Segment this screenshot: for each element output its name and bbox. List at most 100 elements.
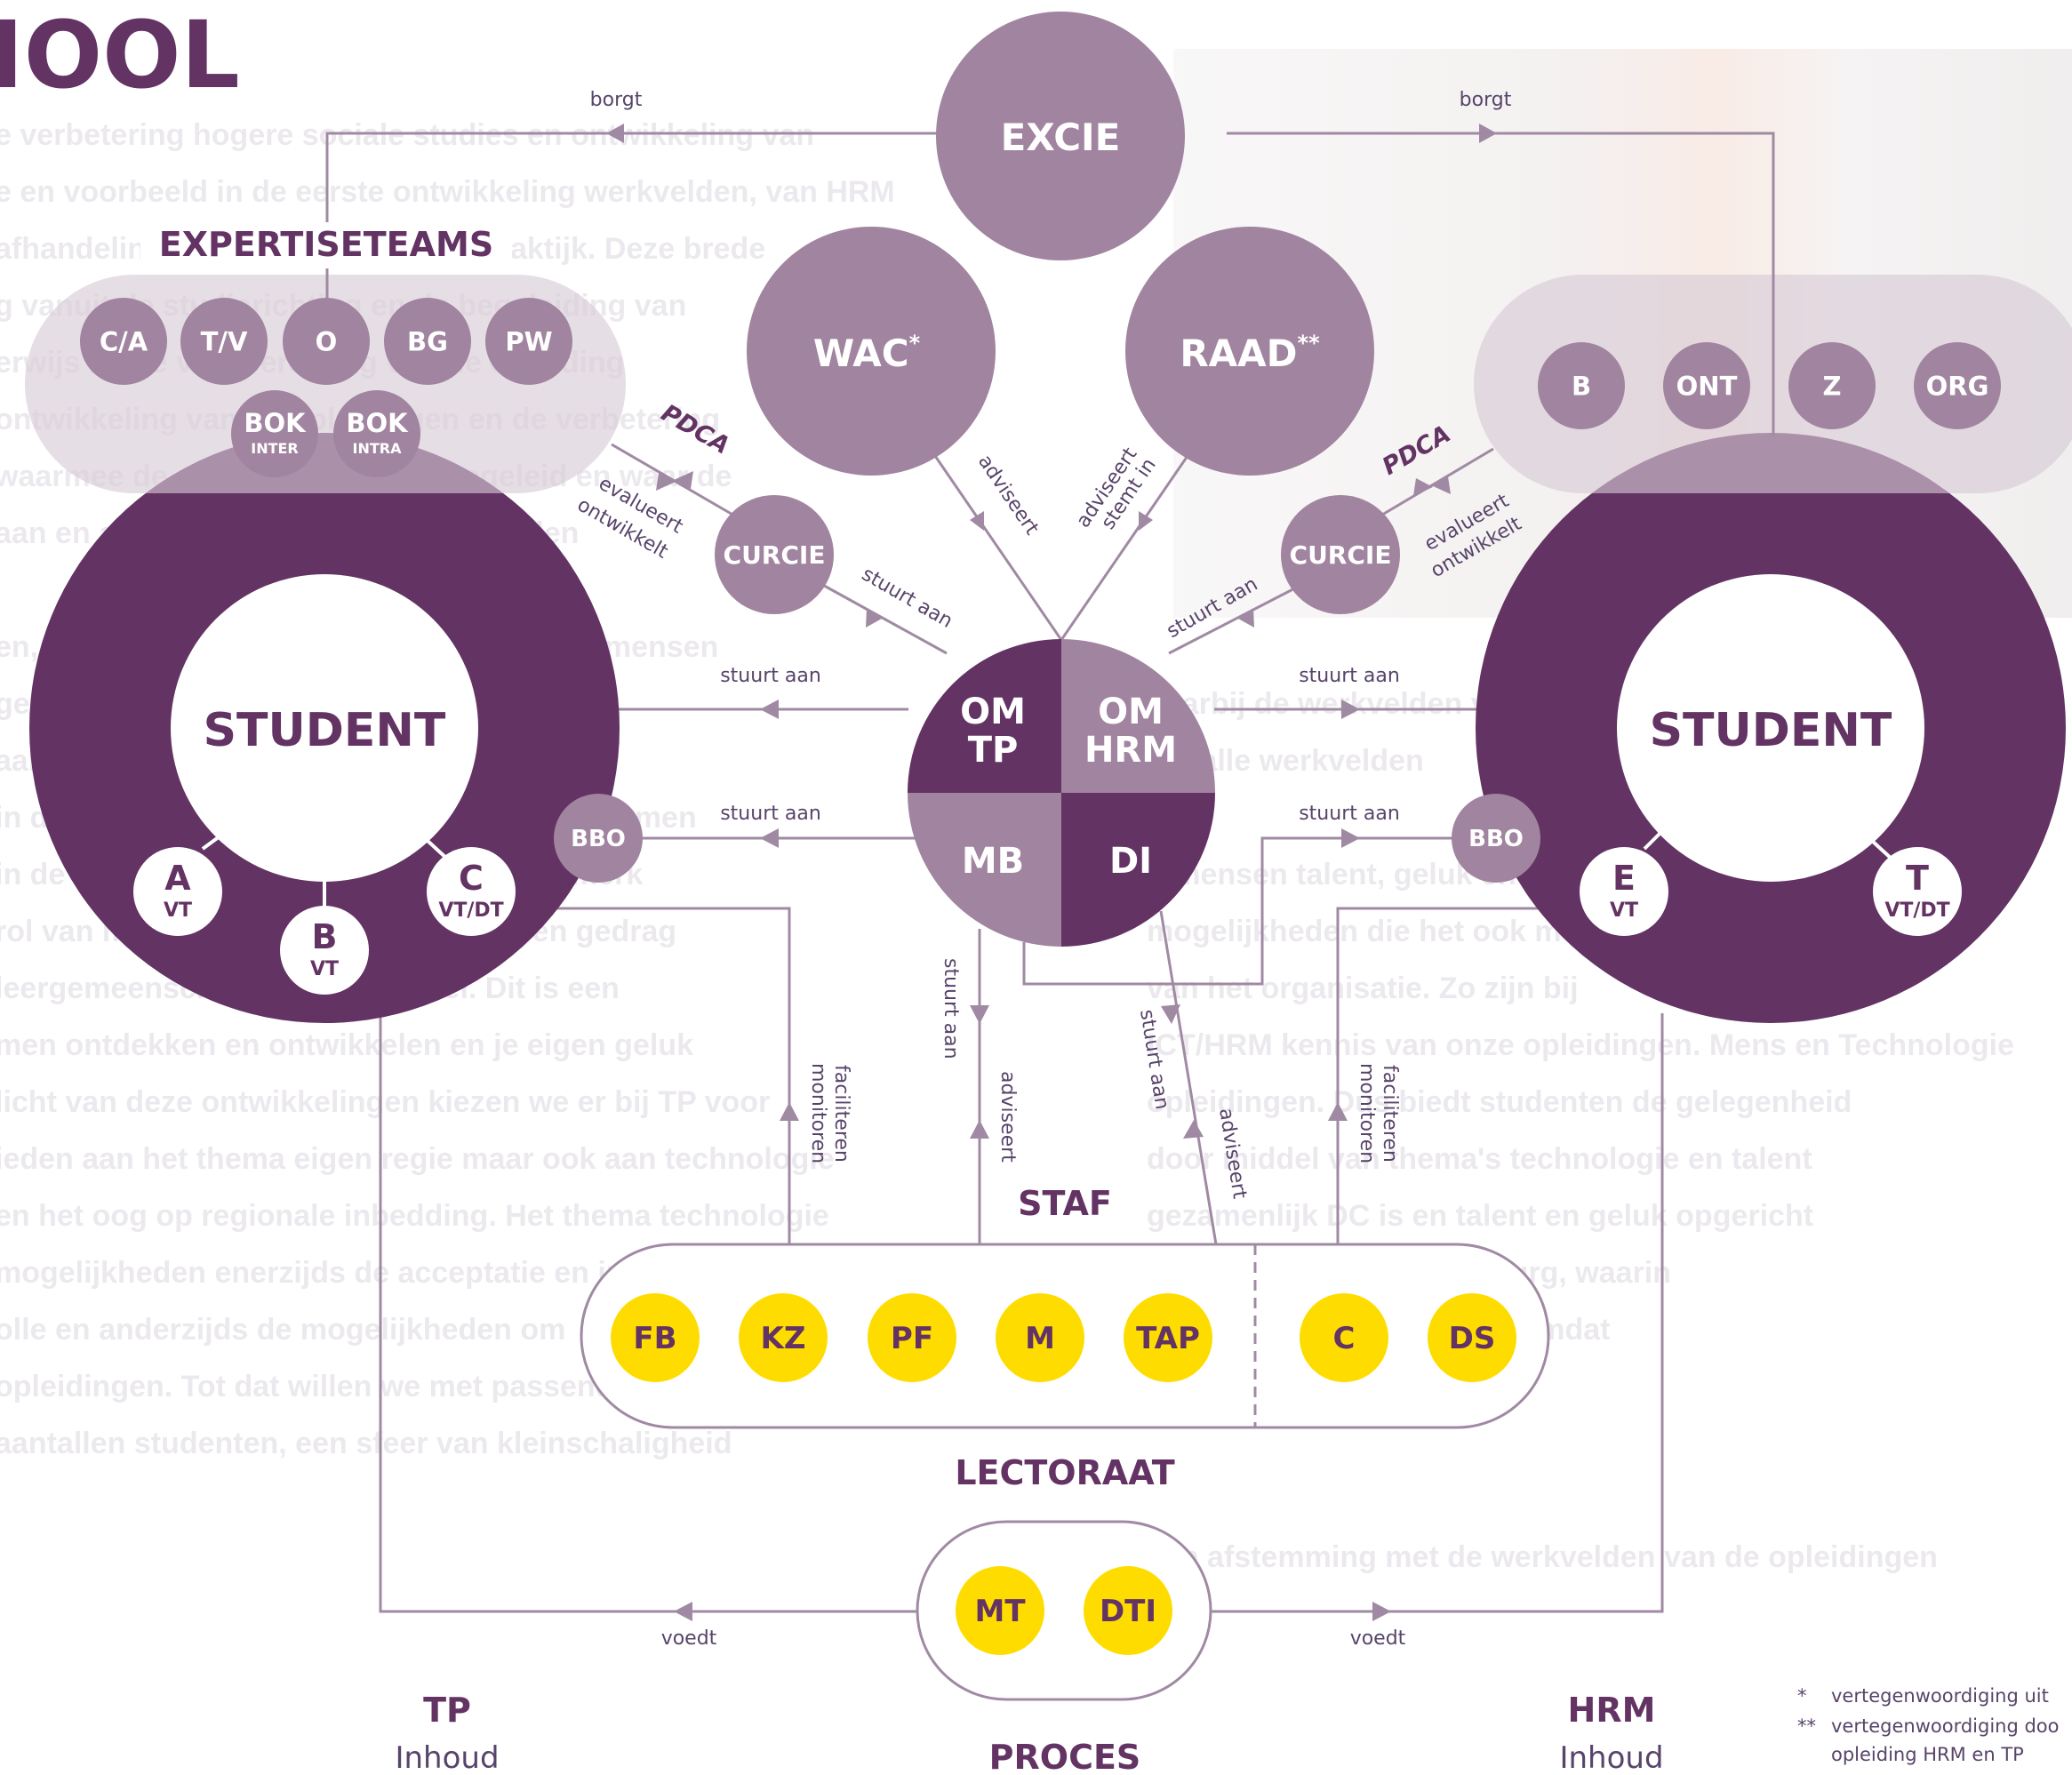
arrowheads (606, 124, 1497, 1621)
student-unit-e-main: E (1612, 859, 1636, 898)
arrow-pdca-right-a (1431, 476, 1451, 494)
quadrant-om-tp-line1: OM (960, 692, 1026, 732)
raad-label: RAAD** (1180, 331, 1320, 375)
student-unit-t-main: T (1906, 859, 1929, 898)
bok-team-inter-sub: INTER (251, 440, 299, 457)
arrow-bbo-right (1341, 828, 1360, 848)
expertise-team-pw: PW (485, 298, 572, 385)
arrow-borgt-left (606, 124, 624, 143)
bok-team-intra-main: BOK (346, 408, 409, 438)
student-right-group: STUDENT (1476, 433, 2066, 1023)
staf-member-m: M (996, 1293, 1084, 1382)
staf-member-tap: TAP (1124, 1293, 1212, 1382)
arrow-student-left (760, 700, 779, 719)
expertise-team-c-a-circle (80, 298, 167, 385)
label-faciliteren-right: faciliteren (1379, 1065, 1401, 1163)
bbo-right-circle (1452, 794, 1540, 883)
staf-member-c-circle (1300, 1293, 1388, 1382)
arrow-staf-mb (970, 1120, 989, 1139)
excie-node: EXCIE (936, 12, 1185, 260)
lectoraat-member-mt-circle (956, 1566, 1044, 1655)
staf-member-fb: FB (611, 1293, 700, 1382)
lectoraat-member-dti-circle (1084, 1566, 1172, 1655)
lectoraat-label: LECTORAAT (955, 1453, 1174, 1492)
staf-member-tap-circle (1124, 1293, 1212, 1382)
student-unit-a-main: A (164, 859, 191, 898)
lectoraat-member-mt-label: MT (974, 1594, 1026, 1629)
raad-mark: ** (1298, 331, 1321, 356)
arrow-pdca-left-a (656, 473, 676, 491)
student-right-subunits: EVT TVT/DT (1580, 847, 1962, 936)
expertise-team-b-circle (1538, 342, 1625, 429)
hrm-label: HRM (1568, 1691, 1656, 1730)
hrm-sublabel: Inhoud (1559, 1740, 1663, 1775)
expertise-team-o: O (283, 298, 370, 385)
bok-team-intra-circle (333, 390, 420, 477)
student-unit-c-main: C (459, 859, 484, 898)
expertise-team-z-label: Z (1822, 371, 1841, 401)
student-unit-t-sub: VT/DT (1884, 899, 1949, 922)
student-unit-b-sub: VT (310, 958, 339, 980)
footnote-2-text-cont: opleiding HRM en TP (1831, 1744, 2024, 1765)
excie-label: EXCIE (1001, 116, 1121, 159)
di-to-staf-line (1159, 910, 1218, 1245)
page-heading: IOOL (0, 1, 240, 109)
curcie-left-to-center-line (817, 580, 948, 655)
arrow-voedt-right (1372, 1602, 1391, 1621)
voedt-right-line (1211, 1013, 1664, 1613)
arrow-pdca-right-b (1413, 478, 1433, 496)
tp-label: TP (423, 1691, 471, 1730)
bbo-left-node: BBO (554, 794, 643, 883)
student-right-core (1617, 574, 1924, 882)
student-unit-e-sub: VT (1610, 899, 1638, 922)
bbo-left-circle (554, 794, 643, 883)
label-stuurt-aan-bbo-left: stuurt aan (720, 803, 821, 825)
raad-to-center-line (1060, 452, 1191, 641)
arrow-adviseert-raad (1139, 511, 1153, 531)
expertise-team-org-circle (1914, 342, 2001, 429)
label-voedt-left: voedt (661, 1627, 717, 1650)
expertise-team-o-circle (283, 298, 370, 385)
wac-label: WAC* (813, 331, 921, 375)
raad-text: RAAD (1180, 332, 1297, 375)
curcie-left-label: CURCIE (724, 540, 826, 570)
center-to-bbo-right-line (1022, 836, 1458, 986)
student-unit-c-sub: VT/DT (438, 899, 503, 922)
arrow-student-right (1341, 700, 1360, 719)
expertiseteams-label: EXPERTISETEAMS (159, 225, 493, 264)
label-voedt-right: voedt (1350, 1627, 1406, 1650)
raad-node: RAAD** (1125, 227, 1374, 476)
expertise-team-bg-circle (384, 298, 471, 385)
lectoraat-member-mt: MT (956, 1566, 1044, 1655)
expertise-team-t-v-circle (180, 298, 268, 385)
bbo-right-node: BBO (1452, 794, 1540, 883)
student-unit-b: BVT (280, 906, 369, 995)
student-unit-c-circle (427, 847, 516, 936)
curcie-right-node: CURCIE (1281, 495, 1400, 614)
footnote-2-mark: ** (1797, 1715, 1816, 1737)
student-left-core (171, 574, 478, 882)
quadrant-mb-label: MB (962, 841, 1024, 882)
student-unit-e: EVT (1580, 847, 1668, 936)
student-left-to-staf-line (556, 907, 791, 1244)
quadrant-om-hrm-line1: OM (1098, 692, 1164, 732)
staf-member-pf-label: PF (891, 1321, 933, 1356)
staf-member-fb-circle (611, 1293, 700, 1382)
pdca-left-label: PDCA (657, 399, 734, 460)
bbo-left-label: BBO (571, 826, 626, 852)
staf-member-m-label: M (1025, 1321, 1055, 1356)
expertise-team-ont-circle (1663, 342, 1750, 429)
label-adviseert-staf-left: adviseert (996, 1071, 1019, 1163)
wac-to-center-line (932, 452, 1063, 641)
expertise-team-b: B (1538, 342, 1625, 429)
expertise-team-bg: BG (384, 298, 471, 385)
staf-member-c-label: C (1333, 1321, 1356, 1356)
staf-member-ds-label: DS (1449, 1321, 1496, 1356)
expertise-team-b-label: B (1572, 371, 1591, 401)
management-circle (908, 639, 1215, 947)
student-unit-t-circle (1873, 847, 1962, 936)
label-faciliteren-left: faciliteren (830, 1065, 852, 1163)
